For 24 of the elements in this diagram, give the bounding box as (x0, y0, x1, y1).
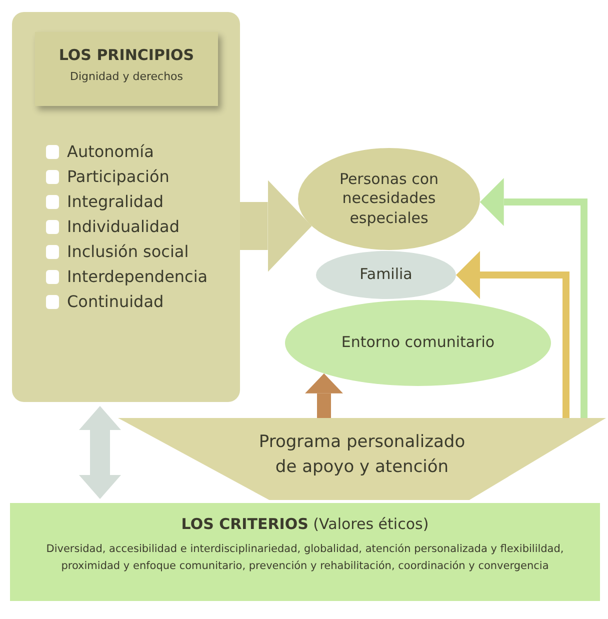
principle-item: Interdependencia (67, 267, 208, 286)
elbow-arrow (480, 178, 588, 418)
node-label: Personas con necesidades especiales (338, 170, 440, 228)
node-label: Entorno comunitario (341, 333, 495, 353)
principle-item: Participación (67, 167, 170, 186)
double-arrow (79, 406, 121, 499)
elbow-arrow (456, 251, 570, 418)
principle-item: Continuidad (67, 292, 164, 311)
node-label: Familia (360, 265, 412, 285)
paragraph: Diversidad, accesibilidad e interdisciplinariedad, globalidad, atención personalizada y flexibilildad, proximidad y enfoque comunitario, prevención y rehabilitación, coordinación y convergencia (45, 542, 565, 574)
arrow (305, 373, 343, 418)
block-arrow (240, 180, 312, 272)
heading: LOS PRINCIPIOS (58, 46, 196, 64)
principle-item: Integralidad (67, 192, 164, 211)
heading: LOS CRITERIOS (Valores éticos) (180, 515, 430, 533)
principle-item: Inclusión social (67, 242, 189, 261)
principle-item: Autonomía (67, 142, 154, 161)
criteria-band (10, 503, 600, 601)
subheading: Dignidad y derechos (68, 70, 184, 83)
funnel-shape (118, 418, 606, 500)
principle-item: Individualidad (67, 217, 180, 236)
principles-panel (12, 12, 240, 402)
header-card (35, 32, 218, 106)
node-label: Programa personalizado de apoyo y atención (258, 431, 466, 479)
